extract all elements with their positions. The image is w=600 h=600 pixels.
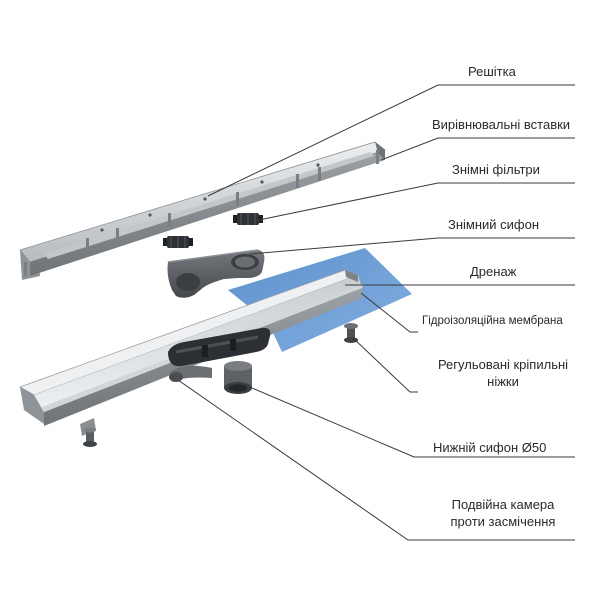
- grate-tab: [86, 238, 89, 252]
- label-bottom-siphon: Нижній сифон Ø50: [433, 440, 547, 455]
- grate-hole: [203, 197, 207, 201]
- grate-tab: [318, 167, 321, 181]
- grate-tab: [296, 174, 299, 188]
- grate: [19, 141, 386, 280]
- label-waterproof-membrane: Гідроізоляційна мембрана: [422, 315, 563, 327]
- filter-clip: [163, 236, 193, 248]
- filter-clip: [233, 213, 263, 225]
- leader-lines: [177, 84, 575, 541]
- grate-tab: [116, 228, 119, 242]
- label-double-chamber-line1: Подвійна камера: [451, 497, 555, 512]
- double-chamber-outlet: [168, 327, 271, 367]
- label-drainage: Дренаж: [470, 264, 517, 279]
- channel-end-right: [345, 270, 358, 282]
- bottom-siphon: [169, 361, 252, 394]
- grate-tab: [24, 262, 27, 276]
- grate-tab: [168, 213, 171, 227]
- label-adjustable-feet-line2: ніжки: [487, 374, 519, 389]
- removable-filters: [163, 213, 263, 248]
- grate-hole: [100, 228, 104, 232]
- label-adjustable-feet-line1: Регульовані кріпильні: [437, 357, 569, 372]
- label-grate: Решітка: [468, 64, 516, 79]
- label-removable-filters: Знімні фільтри: [452, 162, 540, 177]
- removable-siphon: [167, 249, 265, 298]
- grate-end-right: [375, 142, 385, 160]
- label-leveling-inserts: Вирівнювальні вставки: [432, 117, 571, 132]
- label-double-chamber-line2: проти засмічення: [450, 514, 556, 529]
- foot-left: [80, 418, 97, 447]
- channel-left-end: [20, 387, 44, 424]
- leader-double-chamber: [177, 379, 575, 541]
- leader-membrane: [360, 292, 418, 333]
- leader-bottom-siphon: [237, 381, 575, 458]
- leader-removable-filters: [253, 182, 575, 222]
- leader-leveling-inserts: [380, 137, 575, 161]
- grate-tab: [376, 150, 379, 164]
- grate-groove: [44, 152, 374, 259]
- grate-tab: [236, 192, 239, 206]
- drainage-channel: [19, 269, 364, 426]
- grate-hole: [260, 180, 264, 184]
- grate-hole: [316, 163, 320, 167]
- label-removable-siphon: Знімний сифон: [448, 217, 540, 232]
- adjustable-feet: [80, 323, 358, 447]
- leader-adjustable-feet: [352, 337, 418, 393]
- leader-grate: [207, 84, 575, 197]
- grate-top-surface: [19, 141, 386, 263]
- grate-hole: [148, 213, 152, 217]
- foot-right: [344, 323, 358, 343]
- leader-removable-siphon: [249, 237, 575, 255]
